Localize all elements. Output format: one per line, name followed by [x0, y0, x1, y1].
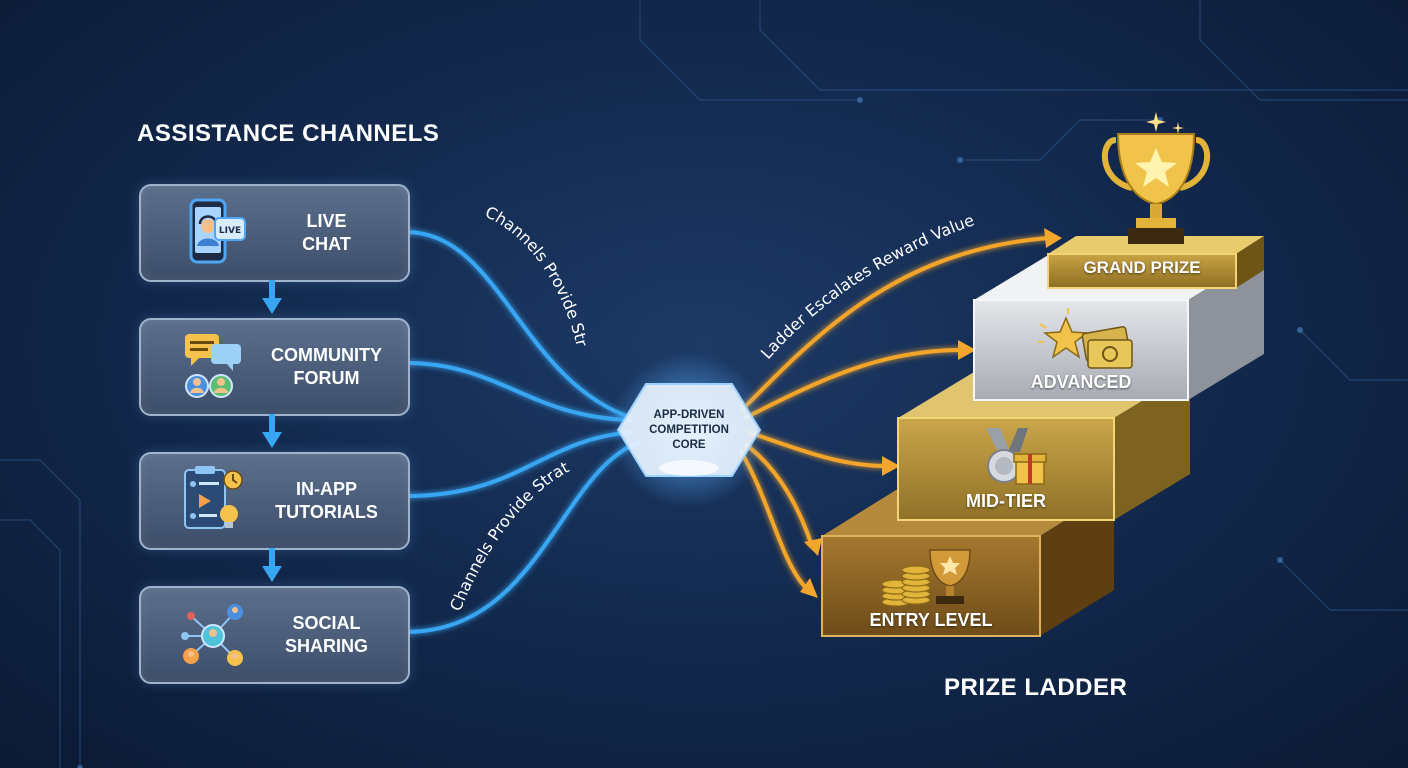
social-network-icon [181, 604, 243, 666]
tier-label-entry-level: ENTRY LEVEL [869, 610, 993, 630]
arrowhead-grand [1044, 228, 1062, 248]
down-arrow-1 [262, 280, 282, 314]
prize-ladder-heading: PRIZE LADDER [944, 674, 1128, 701]
forum-speech-bubbles-icon [185, 334, 241, 398]
channel-label-in-app-tutorials: IN-APP TUTORIALS [275, 479, 378, 522]
arrowhead-advanced [958, 340, 976, 360]
flow-line-live-chat [405, 230, 633, 420]
live-badge: LIVE [219, 226, 241, 236]
channel-label-live-chat: LIVE CHAT [302, 211, 351, 254]
core-hexagon [616, 383, 762, 477]
arrowhead-mid [882, 456, 900, 476]
tier-block-entry-level [821, 490, 1114, 637]
live-chat-phone-icon: LIVE [189, 198, 246, 264]
tier-label-advanced: ADVANCED [1030, 372, 1132, 392]
tutorial-checklist-lightbulb-icon [184, 466, 243, 529]
flow-line-tutorials [405, 430, 633, 498]
channel-label-social-sharing: SOCIAL SHARING [284, 613, 368, 656]
trophy-star-icon [1101, 112, 1211, 244]
down-arrow-2 [262, 414, 282, 448]
coins-trophy-icon [881, 549, 971, 607]
flow-line-grand-prize [740, 236, 1049, 412]
medal-gift-icon [986, 428, 1047, 485]
flow-line-advanced [744, 348, 963, 420]
channel-card-social-sharing[interactable]: SOCIAL SHARING [139, 586, 410, 684]
channel-card-community-forum[interactable]: COMMUNITY FORUM [139, 318, 410, 416]
flow-line-social [405, 440, 641, 634]
tier-block-grand-prize [1047, 236, 1264, 289]
channel-card-in-app-tutorials[interactable]: IN-APP TUTORIALS [139, 452, 410, 550]
arrowhead-entry-a [804, 538, 822, 556]
channel-card-live-chat[interactable]: LIVE LIVE CHAT [139, 184, 410, 282]
arrowhead-entry-b [800, 578, 818, 598]
tier-label-mid-tier: MID-TIER [966, 491, 1046, 511]
flow-line-forum [405, 361, 633, 422]
down-arrow-3 [262, 548, 282, 582]
assistance-channels-heading: ASSISTANCE CHANNELS [137, 120, 440, 147]
tier-label-grand-prize: GRAND PRIZE [1083, 258, 1201, 277]
channel-label-community-forum: COMMUNITY FORUM [271, 345, 382, 388]
star-cash-icon [1038, 308, 1133, 369]
